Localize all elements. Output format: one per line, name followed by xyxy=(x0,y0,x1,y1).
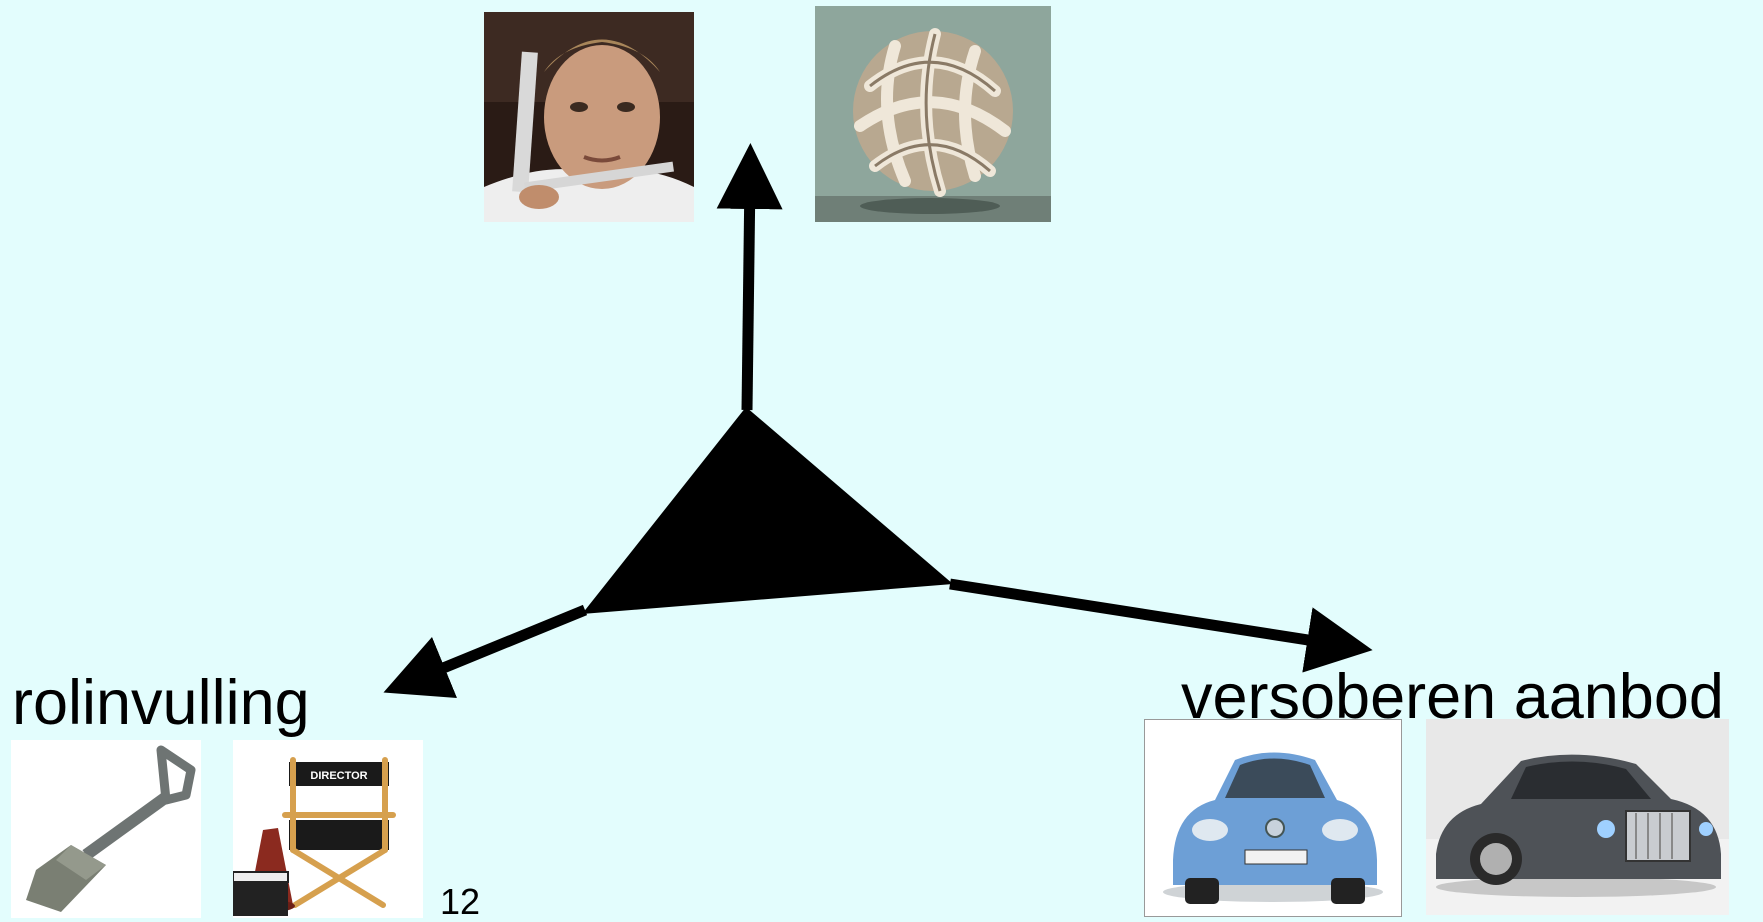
page-number: 12 xyxy=(440,881,481,922)
arrow-up xyxy=(716,143,783,411)
arrow-left xyxy=(383,604,588,699)
axis-label-right: versoberen aanbod xyxy=(1181,662,1724,732)
knot-ball-image xyxy=(815,6,1051,222)
arrow-right xyxy=(949,578,1373,673)
shovel-image xyxy=(11,740,201,918)
luxury-car-image xyxy=(1426,719,1729,915)
axis-label-left: rolinvulling xyxy=(12,668,310,738)
svg-text:DIRECTOR: DIRECTOR xyxy=(310,770,367,782)
hatchback-car-image xyxy=(1144,719,1402,917)
chef-image xyxy=(484,12,694,222)
director-chair-image: DIRECTOR xyxy=(233,740,423,918)
center-triangle xyxy=(582,407,953,614)
